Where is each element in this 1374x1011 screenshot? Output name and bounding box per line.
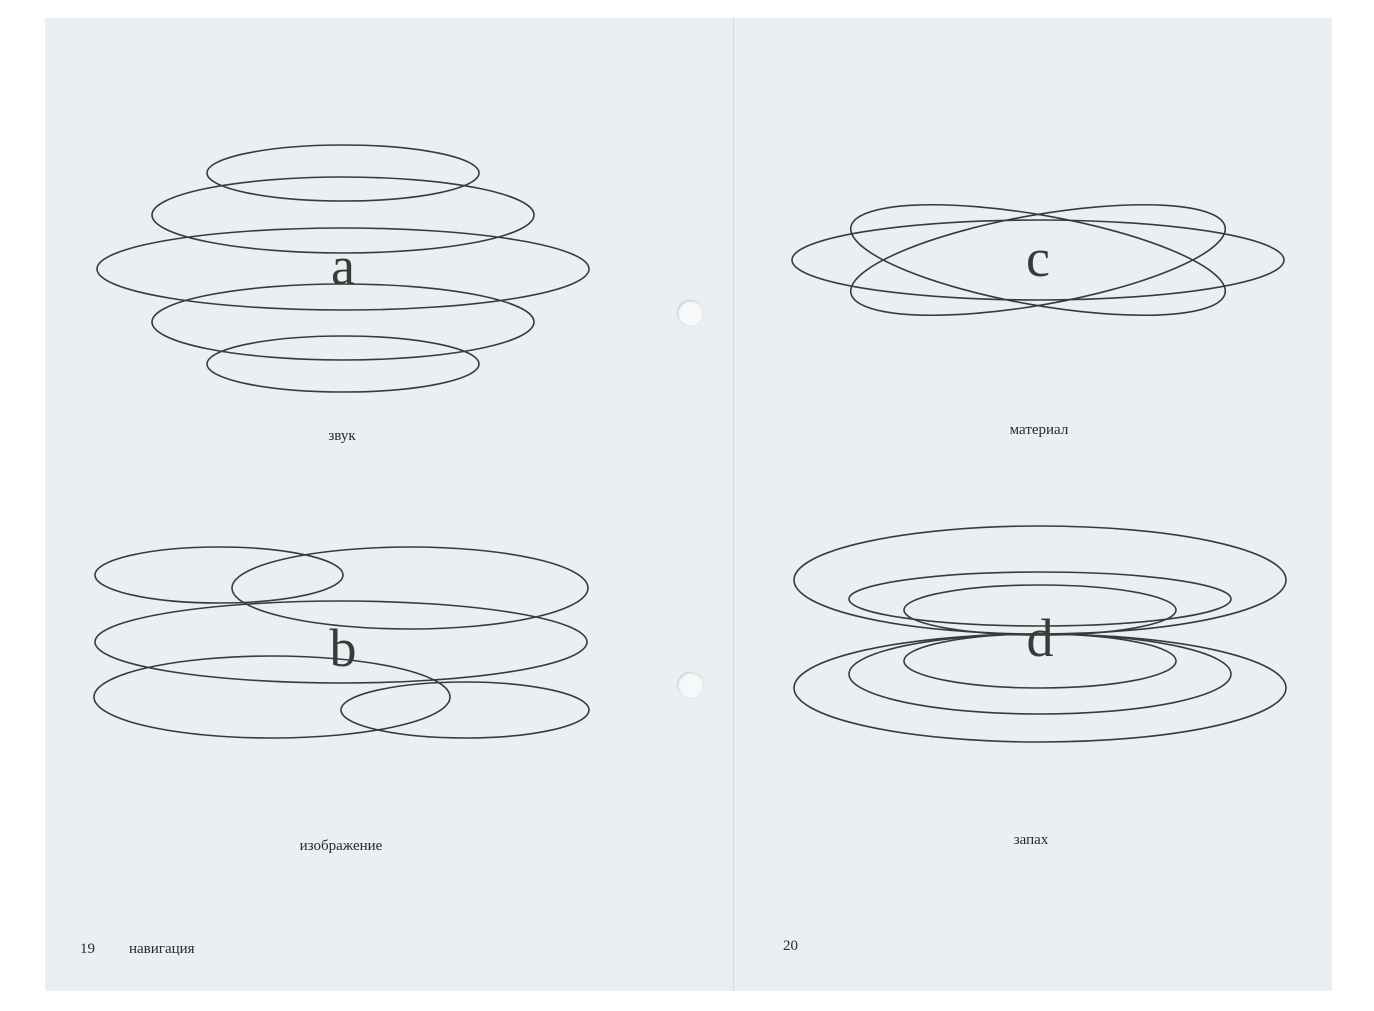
caption-b: изображение <box>299 838 383 854</box>
figure-d-ellipse <box>848 571 1232 627</box>
caption-a: звук <box>328 428 356 444</box>
page-number-left: 19 <box>80 941 95 957</box>
caption-c: материал <box>1009 422 1069 438</box>
figure-a: a <box>96 144 590 393</box>
figure-d-ellipse <box>903 633 1177 689</box>
figure-b-ellipse <box>340 681 590 739</box>
caption-d: запах <box>1013 832 1049 848</box>
figure-a-ellipse <box>151 283 535 361</box>
figure-a-ellipse <box>96 227 590 311</box>
left-page: a b звук изображение 19 навигация <box>45 18 733 991</box>
binding-hole-top <box>677 300 703 326</box>
figure-a-ellipse <box>151 176 535 254</box>
figure-b-ellipse <box>94 546 344 604</box>
figure-b-ellipse <box>94 600 588 684</box>
figure-a-letter: a <box>331 236 355 296</box>
figure-a-ellipse <box>206 144 480 202</box>
figure-b-ellipse <box>231 546 589 630</box>
right-page: c d материал запах 20 <box>733 18 1332 991</box>
figure-b-letter: b <box>330 618 357 678</box>
figure-d-ellipse <box>903 584 1177 636</box>
figure-d-letter: d <box>1027 608 1054 668</box>
figure-c-ellipse <box>849 203 1227 317</box>
figure-c-letter: c <box>1026 228 1050 288</box>
figure-c-ellipse <box>791 219 1285 301</box>
book-spread: a b звук изображение 19 навигация c <box>45 18 1332 991</box>
figure-a-ellipse <box>206 335 480 393</box>
page-number-right: 20 <box>783 938 798 954</box>
figure-b: b <box>93 546 590 739</box>
figure-c-ellipse <box>849 203 1227 317</box>
binding-hole-bottom <box>677 672 703 698</box>
figure-c: c <box>791 203 1285 317</box>
figure-b-ellipse <box>93 655 451 739</box>
running-title: навигация <box>129 941 195 957</box>
gutter-fold <box>733 18 734 991</box>
figure-d: d <box>793 525 1287 743</box>
